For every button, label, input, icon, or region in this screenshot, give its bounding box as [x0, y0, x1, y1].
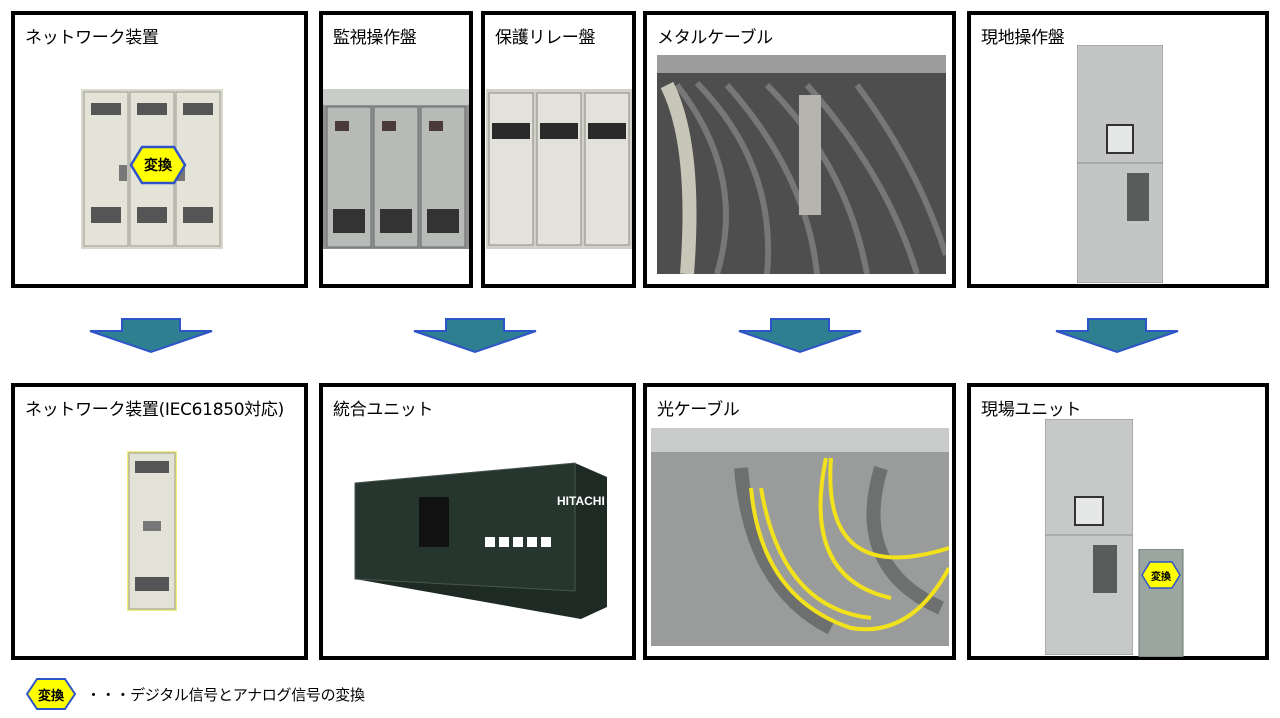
down-arrow-2: [413, 318, 537, 354]
convert-badge-label: 変換: [1151, 572, 1171, 583]
box-title: 統合ユニット: [333, 400, 434, 420]
box-title: 保護リレー盤: [495, 28, 596, 48]
legend-badge: 変換: [26, 678, 76, 710]
monitor-panel-photo: [323, 89, 469, 249]
box-title: ネットワーク装置(IEC61850対応): [25, 400, 284, 420]
down-arrow-1: [89, 318, 213, 354]
unit-brand-label: HITACHI: [557, 494, 605, 508]
box-title: メタルケーブル: [657, 28, 773, 48]
down-arrow-4: [1055, 318, 1179, 354]
field-unit-photo: [1045, 419, 1133, 655]
box-network-device: ネットワーク装置 変換: [11, 11, 308, 288]
network-iec-cabinet-photo: [127, 451, 177, 611]
box-integrated-unit: 統合ユニット HITACHI: [319, 383, 636, 660]
convert-badge: [1141, 561, 1181, 589]
legend: 変換 ・・・デジタル信号とアナログ信号の変換: [26, 678, 365, 710]
box-title: ネットワーク装置: [25, 28, 159, 48]
optical-cable-photo: [651, 428, 949, 646]
box-title: 監視操作盤: [333, 28, 417, 48]
box-title: 現場ユニット: [981, 400, 1082, 420]
metal-cable-photo: [657, 55, 946, 274]
convert-badge-label: 変換: [144, 158, 172, 174]
box-monitor-panel: 監視操作盤: [319, 11, 473, 288]
relay-panel-photo: [486, 89, 632, 249]
box-title: 現地操作盤: [981, 28, 1065, 48]
legend-text: ・・・デジタル信号とアナログ信号の変換: [86, 685, 365, 704]
box-local-panel: 現地操作盤: [967, 11, 1269, 288]
network-cabinet-photo: [81, 89, 223, 249]
down-arrow-3: [738, 318, 862, 354]
box-metal-cable: メタルケーブル: [643, 11, 956, 288]
box-optical-cable: 光ケーブル: [643, 383, 956, 660]
local-panel-photo: [1077, 45, 1163, 283]
legend-badge-label: 変換: [37, 689, 64, 704]
box-field-unit: 現場ユニット 変換: [967, 383, 1269, 660]
convert-hexagon-icon: [26, 678, 76, 710]
convert-badge: [129, 145, 187, 185]
box-network-iec: ネットワーク装置(IEC61850対応): [11, 383, 308, 660]
box-title: 光ケーブル: [657, 400, 740, 420]
integrated-unit-photo: HITACHI: [354, 462, 607, 619]
box-relay-panel: 保護リレー盤: [481, 11, 636, 288]
